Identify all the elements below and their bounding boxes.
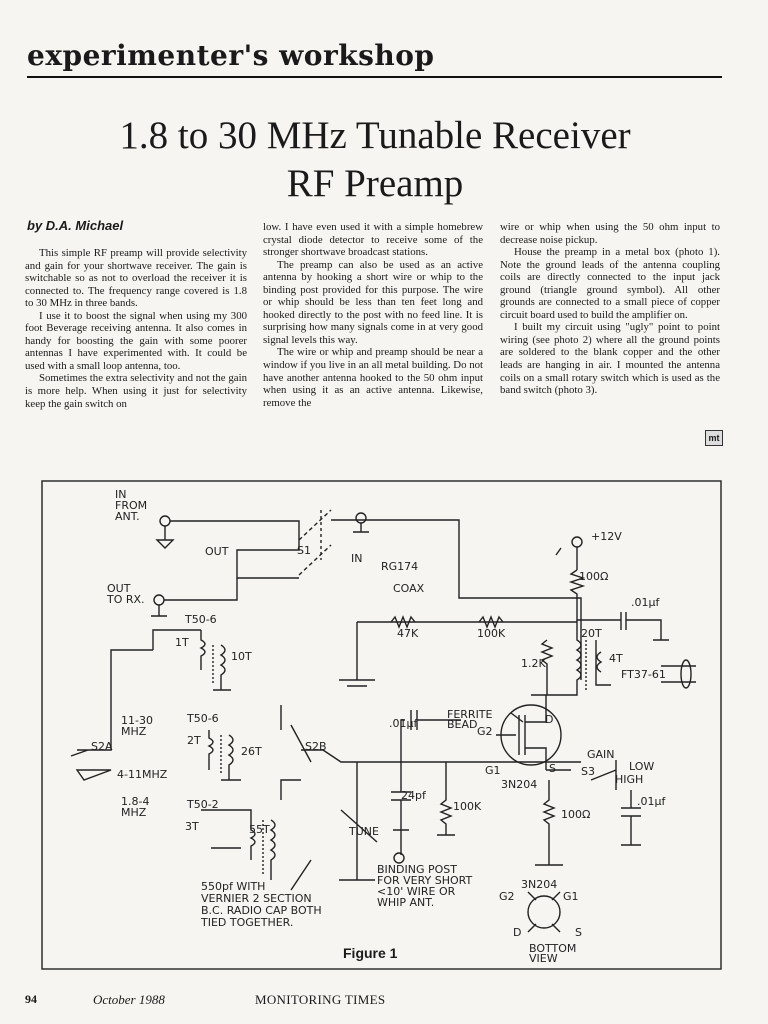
column-2: low. I have even used it with a simple h… <box>263 221 483 409</box>
schematic-label-c01-top: .01µf <box>631 596 660 609</box>
paragraph: The preamp can also be used as an active… <box>263 258 483 346</box>
schematic-label-d: D <box>545 713 553 726</box>
schematic-label-s: S <box>549 762 556 775</box>
schematic-label-binding: WHIP ANT. <box>377 896 434 909</box>
schematic-label-out-to-rx: TO RX. <box>106 593 145 606</box>
schematic-label-in-from-ant: FROM <box>115 499 147 512</box>
schematic-label-binding: BINDING POST <box>377 863 457 876</box>
schematic-label-high: HIGH <box>615 773 643 786</box>
schematic-label-r47k: 47K <box>397 627 419 640</box>
schematic-label-band1: 11-30 <box>121 714 153 727</box>
schematic-label-bottom-view: VIEW <box>529 952 558 965</box>
schematic-label-tune: TUNE <box>348 825 379 838</box>
schematic-label-in-from-ant: ANT. <box>115 510 140 523</box>
article-title: 1.8 to 30 MHz Tunable Receiver RF Preamp <box>40 112 710 208</box>
input-jack-symbol <box>159 515 171 527</box>
schematic-label-cap-note: TIED TOGETHER. <box>200 916 293 929</box>
schematic-label-t50-6a: T50-6 <box>184 613 217 626</box>
schematic-label-g1: G1 <box>485 764 501 777</box>
schematic-label-t3: 3T <box>185 820 199 833</box>
schematic-label-t50-6b: T50-6 <box>186 712 219 725</box>
schematic-label-t1: 1T <box>175 636 189 649</box>
schematic-label-rg174: RG174 <box>381 560 418 573</box>
schematic-label-r12k: 1.2K <box>521 657 546 670</box>
paragraph: The wire or whip and preamp should be ne… <box>263 346 483 409</box>
schematic-label-ferrite: BEAD <box>447 718 478 731</box>
figure-border <box>41 480 722 970</box>
schematic-label-t50-2: T50-2 <box>186 798 219 811</box>
section-title: experimenter's workshop <box>27 39 435 72</box>
paragraph: wire or whip when using the 50 ohm input… <box>500 221 720 246</box>
schematic-label-ferrite: FERRITE <box>447 708 493 721</box>
schematic-label-s3: S3 <box>581 765 595 778</box>
schematic-label-s2a: S2A <box>91 740 113 753</box>
schematic-label-r100-top: 100Ω <box>579 570 608 583</box>
byline: by D.A. Michael <box>27 218 124 233</box>
paragraph: I built my circuit using "ugly" point to… <box>500 321 720 397</box>
schematic-label-cap-note: B.C. RADIO CAP BOTH <box>201 904 322 917</box>
schematic-label-in: IN <box>351 552 362 565</box>
schematic-label-bottom-view: BOTTOM <box>529 942 576 955</box>
schematic-label-t10: 10T <box>231 650 252 663</box>
figure-caption: Figure 1 <box>343 945 398 961</box>
title-line-2: RF Preamp <box>286 162 464 205</box>
issue-date: October 1988 <box>93 992 165 1007</box>
schematic-label-ft37: FT37-61 <box>621 668 666 681</box>
output-jack-symbol <box>153 594 165 606</box>
schematic-label-pin-g1: G1 <box>563 890 579 903</box>
schematic-label-plus12v: +12V <box>591 530 622 543</box>
section-header: experimenter's workshop <box>27 36 722 78</box>
paragraph: Sometimes the extra selectivity and not … <box>25 372 247 410</box>
paragraph: This simple RF preamp will provide selec… <box>25 247 247 310</box>
schematic-label-r100k-top: 100K <box>477 627 506 640</box>
binding-post-symbol <box>393 852 405 864</box>
schematic-label-binding: FOR VERY SHORT <box>377 874 473 887</box>
paragraph: low. I have even used it with a simple h… <box>263 221 483 259</box>
schematic-label-out-to-rx: OUT <box>107 582 131 595</box>
schematic-label-binding: <10' WIRE OR <box>377 885 456 898</box>
column-3: wire or whip when using the 50 ohm input… <box>500 221 720 397</box>
paragraph: House the preamp in a metal box (photo 1… <box>500 246 720 321</box>
schematic-label-pin-g2: G2 <box>499 890 515 903</box>
column-1: This simple RF preamp will provide selec… <box>25 247 247 410</box>
schematic-label-out: OUT <box>205 545 229 558</box>
schematic-label-s2b: S2B <box>305 740 327 753</box>
end-mark-logo: mt <box>705 430 723 446</box>
schematic-label-t26: 26T <box>241 745 262 758</box>
publication-name: MONITORING TIMES <box>255 992 386 1007</box>
schematic-label-pin-s: S <box>575 926 582 939</box>
pinout-symbol <box>527 895 561 929</box>
schematic-label-band2: 4-11MHZ <box>117 768 168 781</box>
schematic-label-pin-3n204: 3N204 <box>521 878 557 891</box>
schematic-label-s1: S1 <box>297 544 311 557</box>
schematic-label-part3n204: 3N204 <box>501 778 537 791</box>
schematic-label-band3: 1.8-4 <box>121 795 149 808</box>
schematic-label-t4: 4T <box>609 652 623 665</box>
schematic-label-t20: 20T <box>581 627 602 640</box>
schematic-label-in-from-ant: IN <box>115 488 126 501</box>
schematic-label-pin-d: D <box>513 926 521 939</box>
schematic-label-c01-bot: .01µf <box>637 795 666 808</box>
schematic-label-t55: 55T <box>249 823 270 836</box>
schematic-label-cap-note: VERNIER 2 SECTION <box>201 892 312 905</box>
schematic-label-r100k-bot: 100K <box>453 800 482 813</box>
schematic-label-low: LOW <box>629 760 654 773</box>
page-number: 94 <box>25 992 37 1006</box>
schematic-label-c01-mid: .01µf <box>389 717 418 730</box>
schematic-label-r100-bot: 100Ω <box>561 808 590 821</box>
schematic-label-cap-note: 550pf WITH <box>201 880 265 893</box>
schematic-label-band1: MHZ <box>121 725 147 738</box>
schematic-label-band3: MHZ <box>121 806 147 819</box>
title-line-1: 1.8 to 30 MHz Tunable Receiver <box>119 114 631 157</box>
schematic-label-coax: COAX <box>393 582 425 595</box>
paragraph: I use it to boost the signal when using … <box>25 309 247 372</box>
schematic-label-g2: G2 <box>477 725 493 738</box>
schematic-label-c24: 24pf <box>401 789 427 802</box>
schematic-label-gain: GAIN <box>587 748 615 761</box>
schematic-label-t2: 2T <box>187 734 201 747</box>
